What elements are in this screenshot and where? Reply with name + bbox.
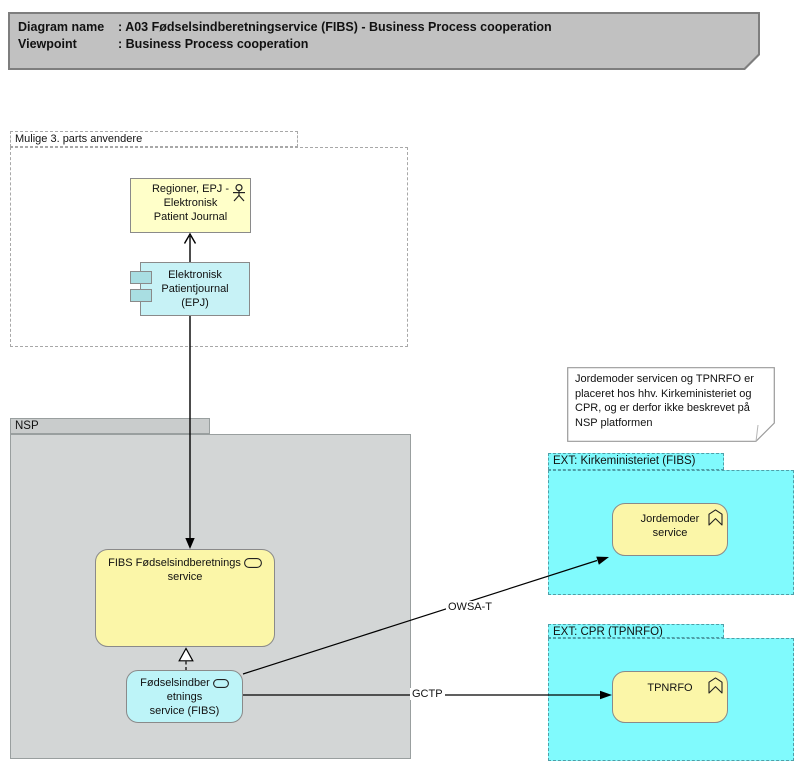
title-line2-label: Viewpoint [18,37,77,51]
fibs-service-line2: service [167,571,203,583]
group-mulige-tab[interactable]: Mulige 3. parts anvendere [10,131,298,147]
epj-line3: (EPJ) [181,297,209,309]
note-line1: Jordemoder servicen og TPNRFO er [575,373,754,385]
diagram-title-text: Diagram name: A03 Fødselsindberetningser… [18,19,552,53]
regioner-actor-line3: Patient Journal [153,211,228,223]
note-line3: CPR, og er derfor ikke beskrevet på [575,402,750,414]
foedsel-service-line1: Fødselsindber [140,677,210,689]
group-mulige-body[interactable] [10,147,408,347]
group-ext-cpr-label: EXT: CPR (TPNRFO) [553,626,663,638]
group-ext-kirke-tab[interactable]: EXT: Kirkeministeriet (FIBS) [548,453,724,470]
actor-icon [233,184,245,202]
note-line4: NSP platformen [575,416,653,429]
title-line-1: Diagram name: A03 Fødselsindberetningser… [18,19,552,36]
title-separator-1: : [118,20,123,34]
epj-line1: Elektronisk [168,269,222,281]
node-foedsel-service[interactable]: Fødselsindber etnings service (FIBS) [126,670,243,723]
foedsel-service-line3: service (FIBS) [149,705,220,717]
regioner-actor-line2: Elektronisk [163,197,218,209]
regioner-actor-line1: Regioner, EPJ - [151,183,230,195]
function-icon [708,677,723,694]
note-line2: placeret hos hhv. Kirkeministeriet og [575,387,752,400]
title-line1-value: A03 Fødselsindberetningservice (FIBS) - … [125,20,552,34]
note-shape [567,367,775,442]
connection-label-owsa-t: OWSA-T [446,601,494,613]
title-line-2: Viewpoint: Business Process cooperation [18,36,552,53]
note[interactable]: Jordemoder servicen og TPNRFO er placere… [567,367,775,442]
group-ext-kirke-label: EXT: Kirkeministeriet (FIBS) [553,455,696,467]
node-regioner-actor[interactable]: Regioner, EPJ - Elektronisk Patient Jour… [130,178,251,233]
epj-line2: Patientjournal [161,283,229,295]
node-fibs-service[interactable]: FIBS Fødselsindberetnings service [95,549,275,647]
component-icon [130,289,152,302]
node-tpnrfo[interactable]: TPNRFO [612,671,728,723]
title-line1-label: Diagram name [18,20,105,34]
service-icon [212,678,229,688]
diagram-title-background [10,14,758,68]
foedsel-service-line2: etnings [166,691,203,703]
group-nsp-label: NSP [15,420,39,432]
component-icon [130,271,152,284]
note-text: Jordemoder servicen og TPNRFO er placere… [575,372,754,430]
jordemoder-line2: service [652,527,688,539]
service-icon [243,558,262,568]
diagram-title-block: Diagram name: A03 Fødselsindberetningser… [8,12,760,70]
node-jordemoder-service[interactable]: Jordemoder service [612,503,728,556]
group-mulige-label: Mulige 3. parts anvendere [15,133,143,145]
title-separator-2: : [118,37,123,51]
fibs-service-line1: FIBS Fødselsindberetnings [108,557,241,569]
function-icon [708,509,723,526]
group-ext-cpr-tab[interactable]: EXT: CPR (TPNRFO) [548,624,724,638]
title-line2-value: Business Process cooperation [125,37,309,51]
group-nsp-tab[interactable]: NSP [10,418,210,434]
tpnrfo-line1: TPNRFO [647,682,693,694]
connection-label-gctp: GCTP [410,688,445,700]
jordemoder-line1: Jordemoder [640,513,700,525]
node-epj-component[interactable]: Elektronisk Patientjournal (EPJ) [140,262,250,316]
